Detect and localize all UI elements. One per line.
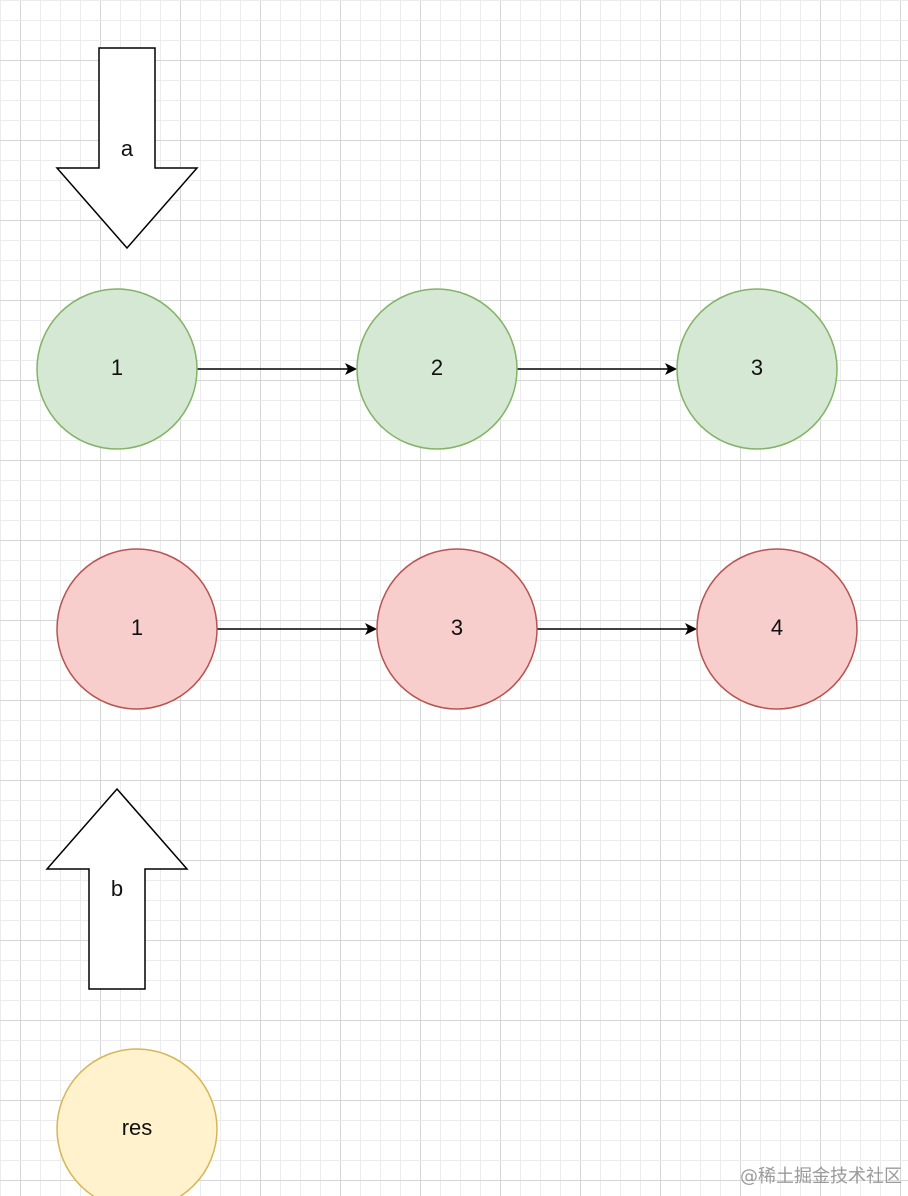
watermark: @稀土掘金技术社区 bbox=[740, 1166, 902, 1187]
down-arrow-icon bbox=[55, 47, 199, 250]
list-a-node-2-label: 2 bbox=[431, 355, 443, 380]
list-a: 1 2 3 bbox=[36, 288, 838, 450]
result-node: res bbox=[56, 1048, 218, 1196]
list-a-node-2: 2 bbox=[356, 288, 518, 450]
list-b-node-3: 4 bbox=[696, 548, 858, 710]
list-a-node-3: 3 bbox=[676, 288, 838, 450]
list-b-node-2-label: 3 bbox=[451, 615, 463, 640]
list-b-node-1-label: 1 bbox=[131, 615, 143, 640]
pointer-b: b bbox=[45, 787, 189, 990]
list-a-node-1: 1 bbox=[36, 288, 198, 450]
up-arrow-icon bbox=[45, 787, 189, 990]
result-node-label: res bbox=[122, 1115, 153, 1140]
list-a-node-1-label: 1 bbox=[111, 355, 123, 380]
pointer-b-label: b bbox=[111, 876, 123, 901]
list-b-node-3-label: 4 bbox=[771, 615, 783, 640]
list-b-node-2: 3 bbox=[376, 548, 538, 710]
list-b-node-1: 1 bbox=[56, 548, 218, 710]
list-a-node-3-label: 3 bbox=[751, 355, 763, 380]
pointer-a: a bbox=[55, 47, 199, 250]
pointer-a-label: a bbox=[121, 136, 134, 161]
list-b: 1 3 4 bbox=[56, 548, 858, 710]
